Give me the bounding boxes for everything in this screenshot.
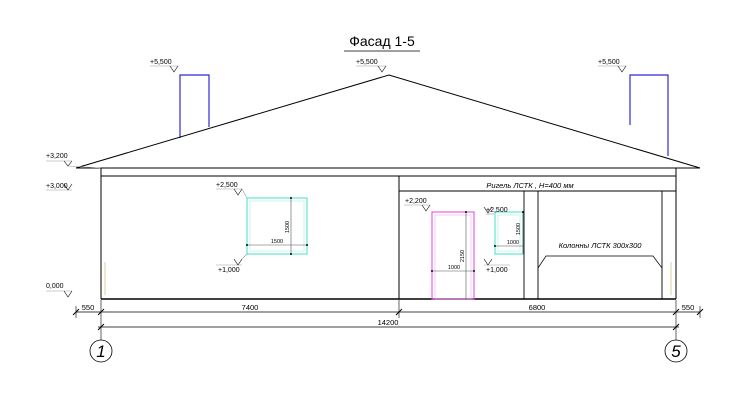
svg-text:+3,200: +3,200 [46, 153, 68, 160]
axis-label-1: 1 [96, 342, 105, 361]
mark-door-top: +2,200 [404, 198, 431, 212]
door-height: 2150 [460, 250, 466, 262]
mark-ground: 0,000 [46, 283, 73, 298]
right-window-height: 1500 [516, 223, 522, 235]
door-width: 1000 [448, 265, 460, 271]
left-window-height: 1500 [285, 221, 291, 233]
dim-left-span: 7400 [242, 303, 259, 312]
svg-text:0,000: 0,000 [46, 283, 64, 290]
svg-text:+5,500: +5,500 [150, 59, 172, 66]
svg-text:+2,500: +2,500 [216, 182, 238, 189]
mark-right-window-bottom: +1,000 [483, 258, 510, 274]
mark-ridge: +5,500 [356, 59, 387, 73]
drawing-title: Фасад 1-5 [349, 33, 415, 49]
dim-left-offset: 550 [82, 303, 95, 312]
dim-right-span: 6800 [529, 303, 546, 312]
roof [75, 74, 701, 177]
mark-wall-top: +3,000 [46, 183, 73, 191]
dimension-line-row2 [97, 318, 680, 333]
mark-left-chimney-top: +5,500 [150, 59, 179, 73]
right-chimney [629, 74, 669, 156]
mark-left-window-top: +2,500 [216, 182, 248, 199]
mark-right-window-top: +2,500 [483, 206, 508, 215]
columns-note: Колонны ЛСТК 300х300 [559, 241, 643, 250]
mark-eave-top: +3,200 [46, 153, 102, 169]
right-window [494, 211, 524, 255]
dim-right-offset: 550 [682, 303, 695, 312]
svg-text:+3,000: +3,000 [46, 183, 68, 190]
svg-text:+5,500: +5,500 [356, 59, 378, 66]
dim-total: 14200 [378, 318, 399, 327]
beam-note: Ригель ЛСТК , Н=400 мм [486, 181, 573, 190]
left-window [246, 197, 308, 255]
mark-left-window-bottom: +1,000 [216, 253, 248, 274]
svg-text:+1,000: +1,000 [218, 267, 240, 274]
svg-text:+2,200: +2,200 [405, 198, 427, 205]
axis-marker-1: 1 [89, 333, 113, 363]
mark-right-chimney-top: +5,500 [598, 59, 627, 73]
svg-text:+5,500: +5,500 [598, 59, 620, 66]
building-wall [100, 176, 677, 300]
right-window-width: 1000 [507, 240, 519, 246]
svg-text:+1,000: +1,000 [486, 267, 508, 274]
axis-label-5: 5 [671, 342, 681, 361]
dimension-line-row1 [72, 300, 704, 318]
svg-text:+2,500: +2,500 [486, 207, 508, 214]
door [431, 211, 475, 300]
left-chimney [179, 74, 210, 138]
axis-marker-5: 5 [664, 333, 688, 363]
left-window-width: 1500 [271, 239, 283, 245]
